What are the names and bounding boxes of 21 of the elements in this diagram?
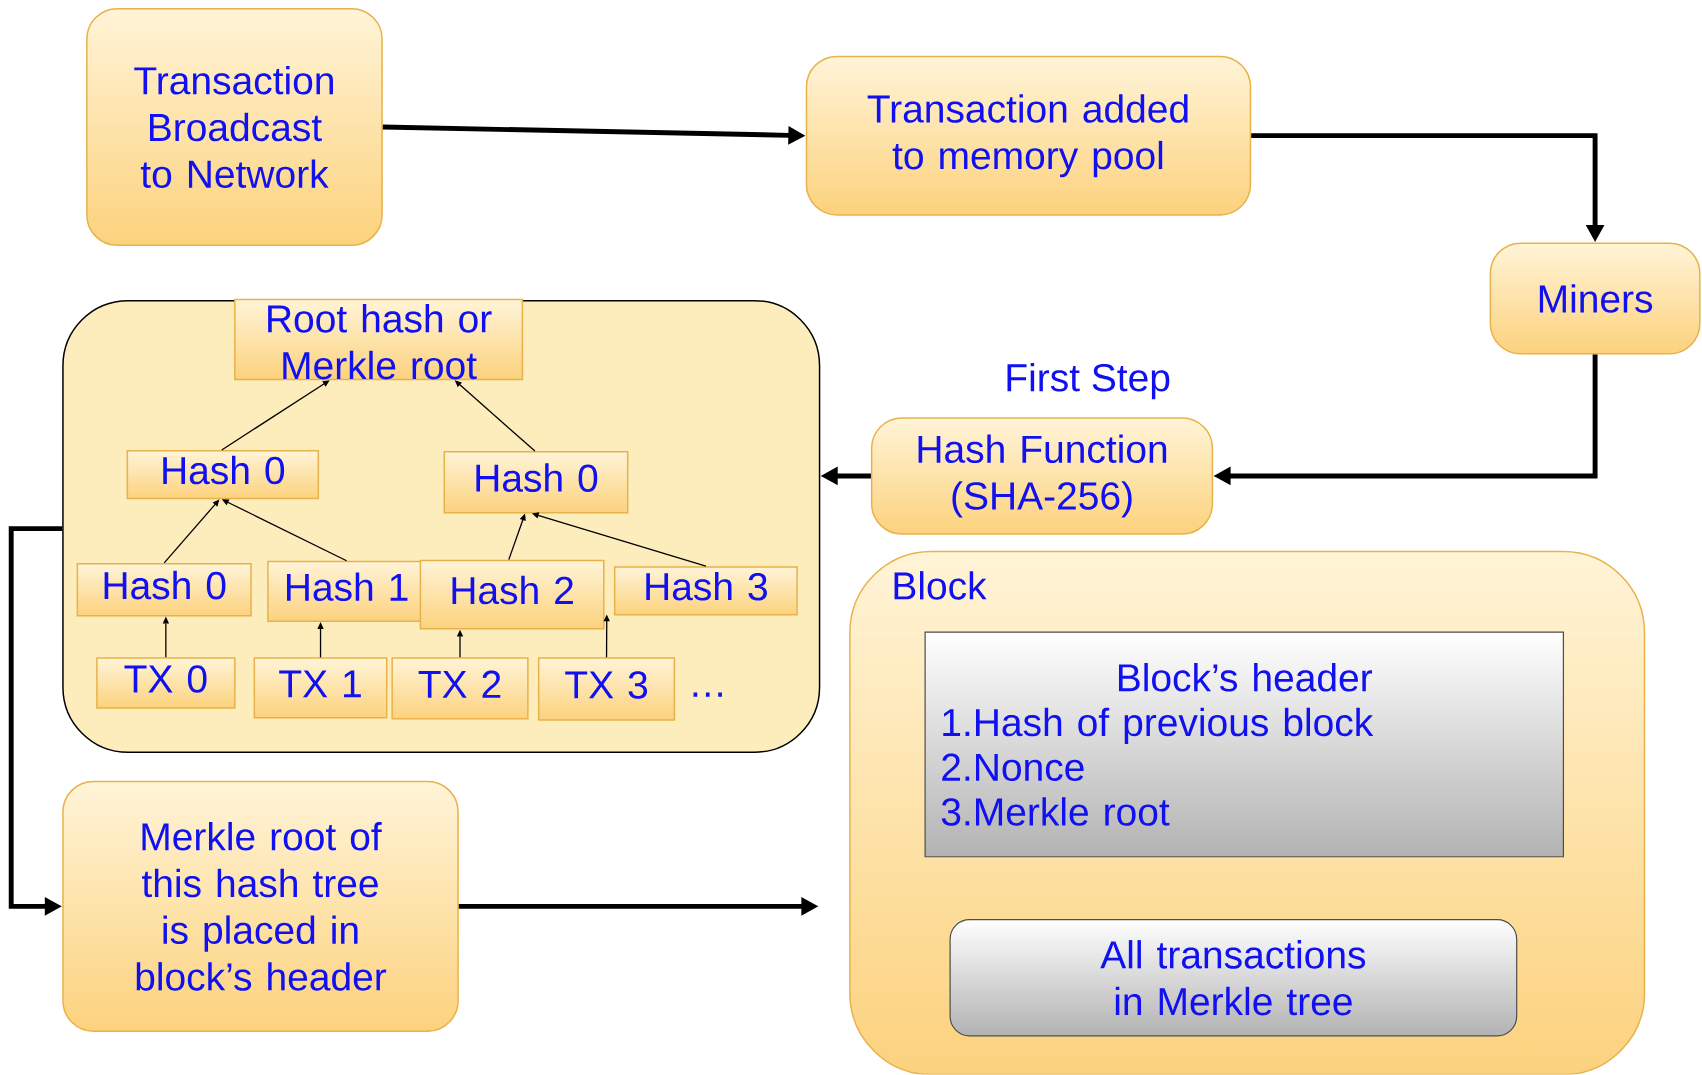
transactions-box: All transactions in Merkle tree	[949, 919, 1518, 1037]
arrow	[221, 380, 330, 451]
hash-box: Root hash or Merkle root	[234, 299, 524, 381]
hash-box: TX 1	[253, 657, 388, 719]
process-box: Transaction added to memory pool	[805, 55, 1252, 216]
process-box: Transaction Broadcast to Network	[86, 8, 383, 247]
hash-box: TX 3	[537, 657, 676, 721]
hash-box: Hash 0	[126, 450, 320, 500]
hash-box: Hash 3	[613, 566, 798, 616]
hash-box: Hash 2	[419, 559, 605, 630]
hash-box: Hash 1	[267, 560, 427, 623]
process-box: Miners	[1489, 242, 1701, 355]
ellipsis: …	[693, 692, 722, 697]
process-box: Hash Function (SHA-256)	[870, 417, 1214, 535]
process-box: Merkle root of this hash tree is placed in block’s header	[62, 780, 459, 1033]
hash-box: TX 0	[96, 657, 236, 709]
header-box: Block’s header 1.Hash of previous block 2.Nonce 3.Merkle root	[924, 631, 1564, 858]
hash-box: Hash 0	[76, 563, 252, 617]
hash-box: TX 2	[391, 657, 529, 720]
hash-box: Hash 0	[443, 451, 629, 514]
step-caption: First Step	[1007, 363, 1170, 400]
